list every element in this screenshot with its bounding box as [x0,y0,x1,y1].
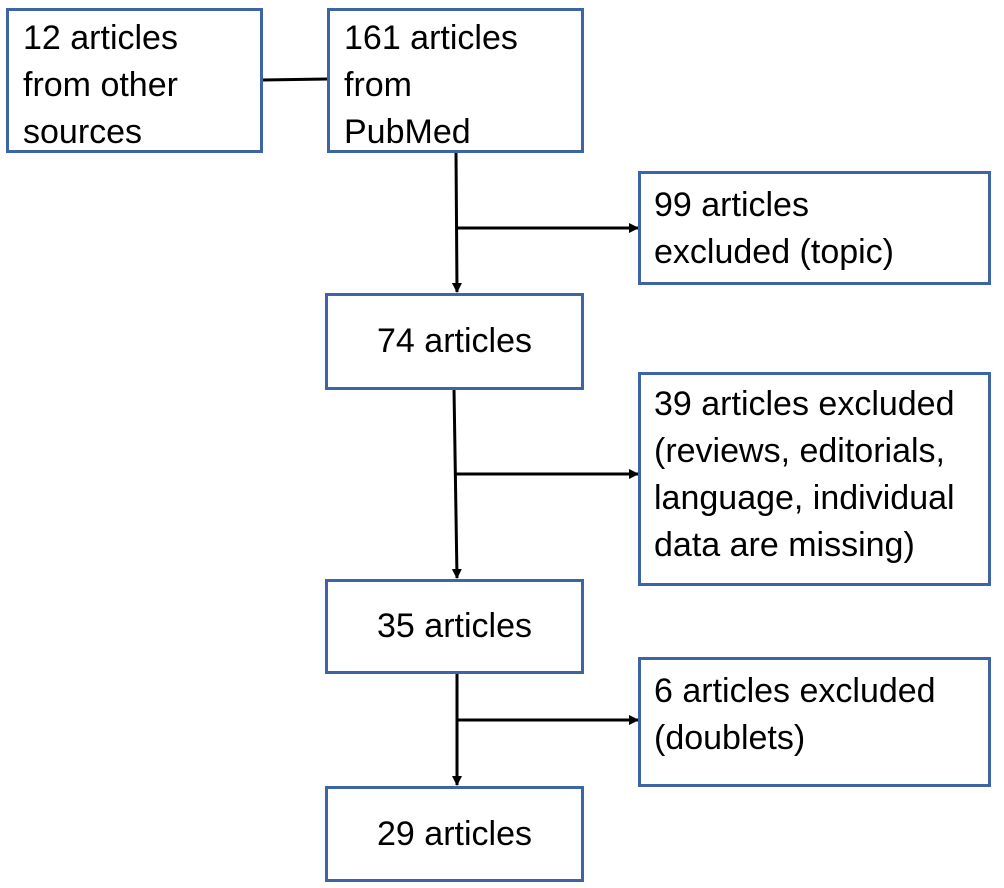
box-29-articles: 29 articles [325,786,584,882]
arrow-74-to-35 [451,388,462,579]
box-35-articles: 35 articles [325,579,584,674]
box-excluded-topic-line-2: excluded (topic) [654,233,895,271]
box-35-articles-label: 35 articles [377,607,532,645]
box-74-articles-label: 74 articles [377,322,532,360]
box-excluded-topic-line-1: 99 articles [654,186,809,224]
box-other-sources: 12 articles from other sources [6,8,263,153]
box-pubmed-line-3: PubMed [344,113,471,151]
box-29-articles-label: 29 articles [377,814,532,853]
box-pubmed-line-1: 161 articles [344,19,518,57]
box-excluded-reviews-line-1: 39 articles excluded [654,385,955,423]
box-excluded-reviews-line-3: language, individual [654,479,955,517]
box-other-sources-line-1: 12 articles [23,19,178,57]
box-excluded-doublets: 6 articles excluded (doublets) [638,657,991,787]
box-excluded-reviews-line-4: data are missing) [654,526,915,564]
box-excluded-doublets-line-1: 6 articles excluded [654,672,936,710]
arrow-pubmed-to-74 [451,151,462,293]
box-pubmed: 161 articles from PubMed [327,8,584,153]
box-other-sources-line-3: sources [23,113,143,151]
box-other-sources-line-2: from other [23,66,178,104]
box-74-articles: 74 articles [325,293,584,390]
box-excluded-reviews: 39 articles excluded (reviews, editorial… [638,372,991,586]
connector-other-to-pubmed [261,77,329,82]
box-excluded-reviews-line-2: (reviews, editorials, [654,432,945,470]
box-pubmed-line-2: from [344,66,412,104]
box-excluded-topic: 99 articles excluded (topic) [638,171,991,285]
box-excluded-doublets-line-2: (doublets) [654,719,806,757]
